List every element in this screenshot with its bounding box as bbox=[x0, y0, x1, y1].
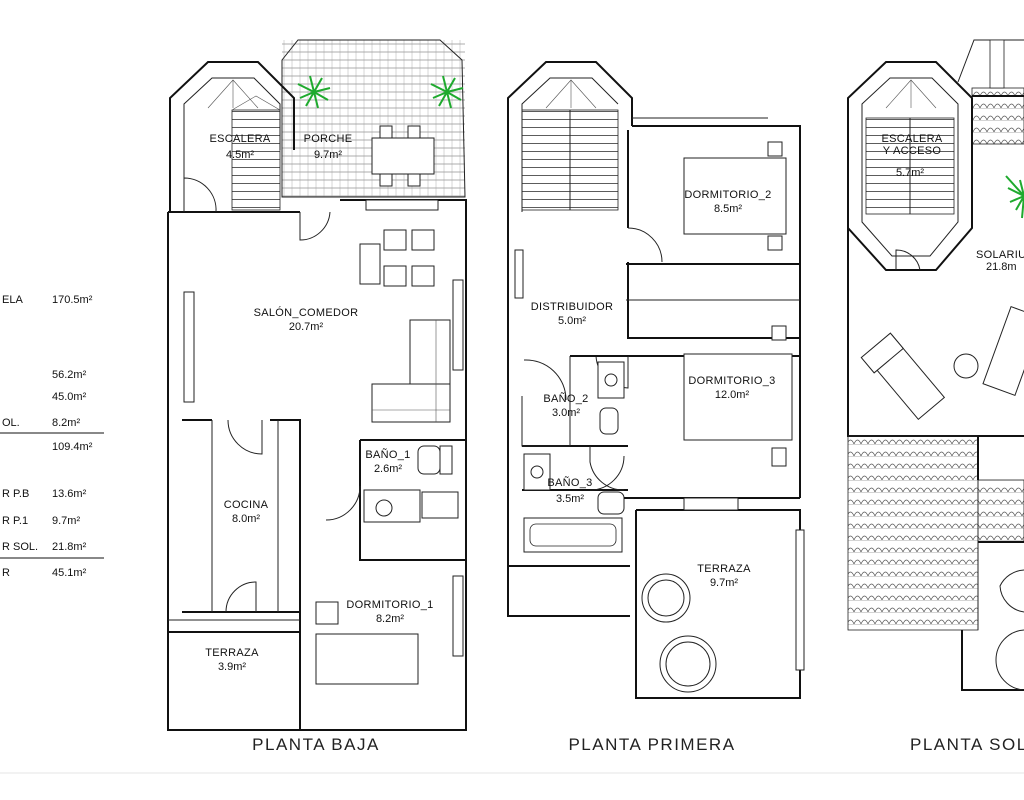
room-name-line2: Y ACCESO bbox=[883, 145, 942, 157]
room-area: 2.6m² bbox=[374, 463, 402, 475]
summary-value: 56.2m² bbox=[52, 369, 87, 381]
room-area: 9.7m² bbox=[710, 577, 738, 589]
plan-planta-baja: ESCALERA 4.5m² PORCHE 9.7m² SALÓN_COMEDO… bbox=[167, 39, 467, 754]
summary-label: R P.1 bbox=[2, 515, 28, 527]
porch-dining-table bbox=[371, 125, 435, 187]
palm-icon bbox=[430, 75, 464, 109]
plan-title: PLANTA BAJA bbox=[252, 735, 380, 754]
room-name: SALÓN_COMEDOR bbox=[254, 306, 359, 319]
summary-value: 45.1m² bbox=[52, 567, 87, 579]
sofa bbox=[371, 319, 451, 423]
room-name: TERRAZA bbox=[205, 647, 259, 659]
room-name: TERRAZA bbox=[697, 563, 751, 575]
room-name: SOLARIU bbox=[976, 249, 1024, 261]
room-area: 20.7m² bbox=[289, 321, 324, 333]
room-area: 8.5m² bbox=[714, 203, 742, 215]
summary-label: R SOL. bbox=[2, 541, 38, 553]
summary-label: OL. bbox=[2, 417, 20, 429]
summary-label: R bbox=[2, 567, 10, 579]
room-name: DISTRIBUIDOR bbox=[531, 301, 613, 313]
room-area: 8.2m² bbox=[376, 613, 404, 625]
room-name: DORMITORIO_2 bbox=[684, 189, 771, 201]
plan-title: PLANTA PRIMERA bbox=[568, 735, 735, 754]
area-summary-table: ELA 170.5m² 56.2m² 45.0m² OL. 8.2m² 109.… bbox=[0, 294, 104, 579]
room-area: 5.7m² bbox=[896, 167, 924, 179]
room-area: 8.0m² bbox=[232, 513, 260, 525]
room-area: 4.5m² bbox=[226, 149, 254, 161]
room-name: BAÑO_1 bbox=[365, 448, 410, 461]
room-name: PORCHE bbox=[304, 133, 353, 145]
room-area: 3.5m² bbox=[556, 493, 584, 505]
room-area: 21.8m bbox=[986, 261, 1017, 273]
summary-label: R P.B bbox=[2, 488, 29, 500]
summary-value: 13.6m² bbox=[52, 488, 87, 500]
summary-value: 109.4m² bbox=[52, 441, 93, 453]
plan-planta-primera: DORMITORIO_2 8.5m² DISTRIBUIDOR 5.0m² DO… bbox=[507, 61, 805, 754]
room-area: 3.0m² bbox=[552, 407, 580, 419]
summary-value: 21.8m² bbox=[52, 541, 87, 553]
room-area: 5.0m² bbox=[558, 315, 586, 327]
palm-icon bbox=[1005, 175, 1024, 219]
room-name: DORMITORIO_1 bbox=[346, 599, 433, 611]
summary-value: 9.7m² bbox=[52, 515, 80, 527]
room-name: BAÑO_2 bbox=[543, 392, 588, 405]
room-area: 12.0m² bbox=[715, 389, 750, 401]
palm-icon bbox=[297, 75, 331, 109]
plan-title: PLANTA SOL bbox=[910, 735, 1024, 754]
summary-label: ELA bbox=[2, 294, 23, 306]
sun-lounger bbox=[860, 306, 1024, 421]
room-name: COCINA bbox=[224, 499, 269, 511]
summary-value: 170.5m² bbox=[52, 294, 93, 306]
room-name: ESCALERA bbox=[881, 133, 942, 145]
room-area: 3.9m² bbox=[218, 661, 246, 673]
room-name: BAÑO_3 bbox=[547, 476, 592, 489]
summary-value: 45.0m² bbox=[52, 391, 87, 403]
dining-table bbox=[359, 229, 435, 287]
plan-planta-solarium: ESCALERA Y ACCESO 5.7m² SOLARIU 21.8m PL… bbox=[847, 39, 1024, 754]
room-name: DORMITORIO_3 bbox=[688, 375, 775, 387]
room-name: ESCALERA bbox=[209, 133, 270, 145]
summary-value: 8.2m² bbox=[52, 417, 80, 429]
room-area: 9.7m² bbox=[314, 149, 342, 161]
